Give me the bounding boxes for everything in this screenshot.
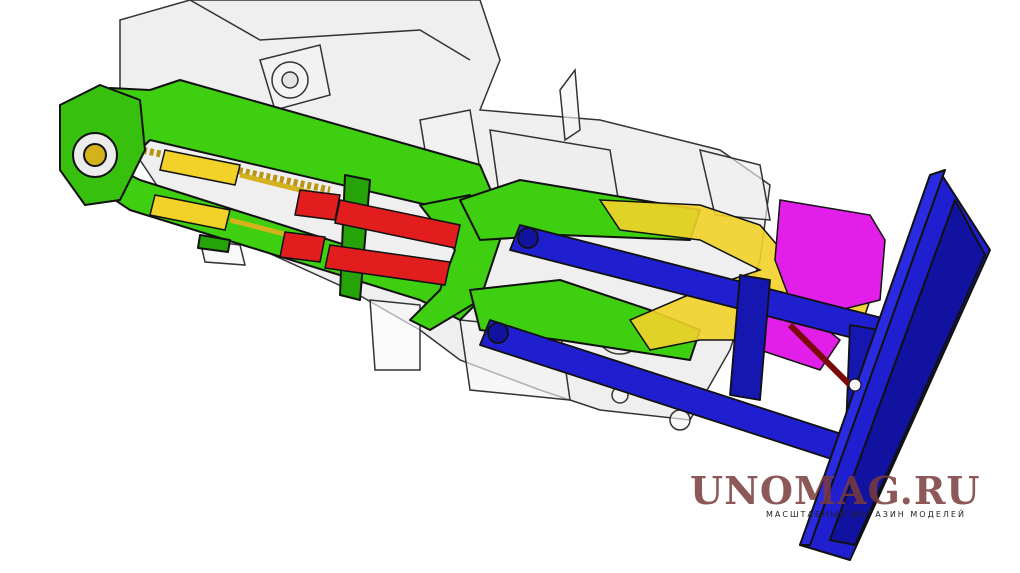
blue-arms xyxy=(479,224,891,466)
watermark-title: UNOMAG.RU xyxy=(690,468,981,513)
hydraulic-cylinders xyxy=(279,189,461,286)
link-rod xyxy=(787,322,862,392)
watermark: UNOMAG.RU МАСШТАБНЫЙ МАГАЗИН МОДЕЛЕЙ xyxy=(690,468,990,528)
yellow-bracket xyxy=(598,199,871,351)
blue-blade xyxy=(799,169,991,561)
watermark-subtitle: МАСШТАБНЫЙ МАГАЗИН МОДЕЛЕЙ xyxy=(766,510,966,519)
